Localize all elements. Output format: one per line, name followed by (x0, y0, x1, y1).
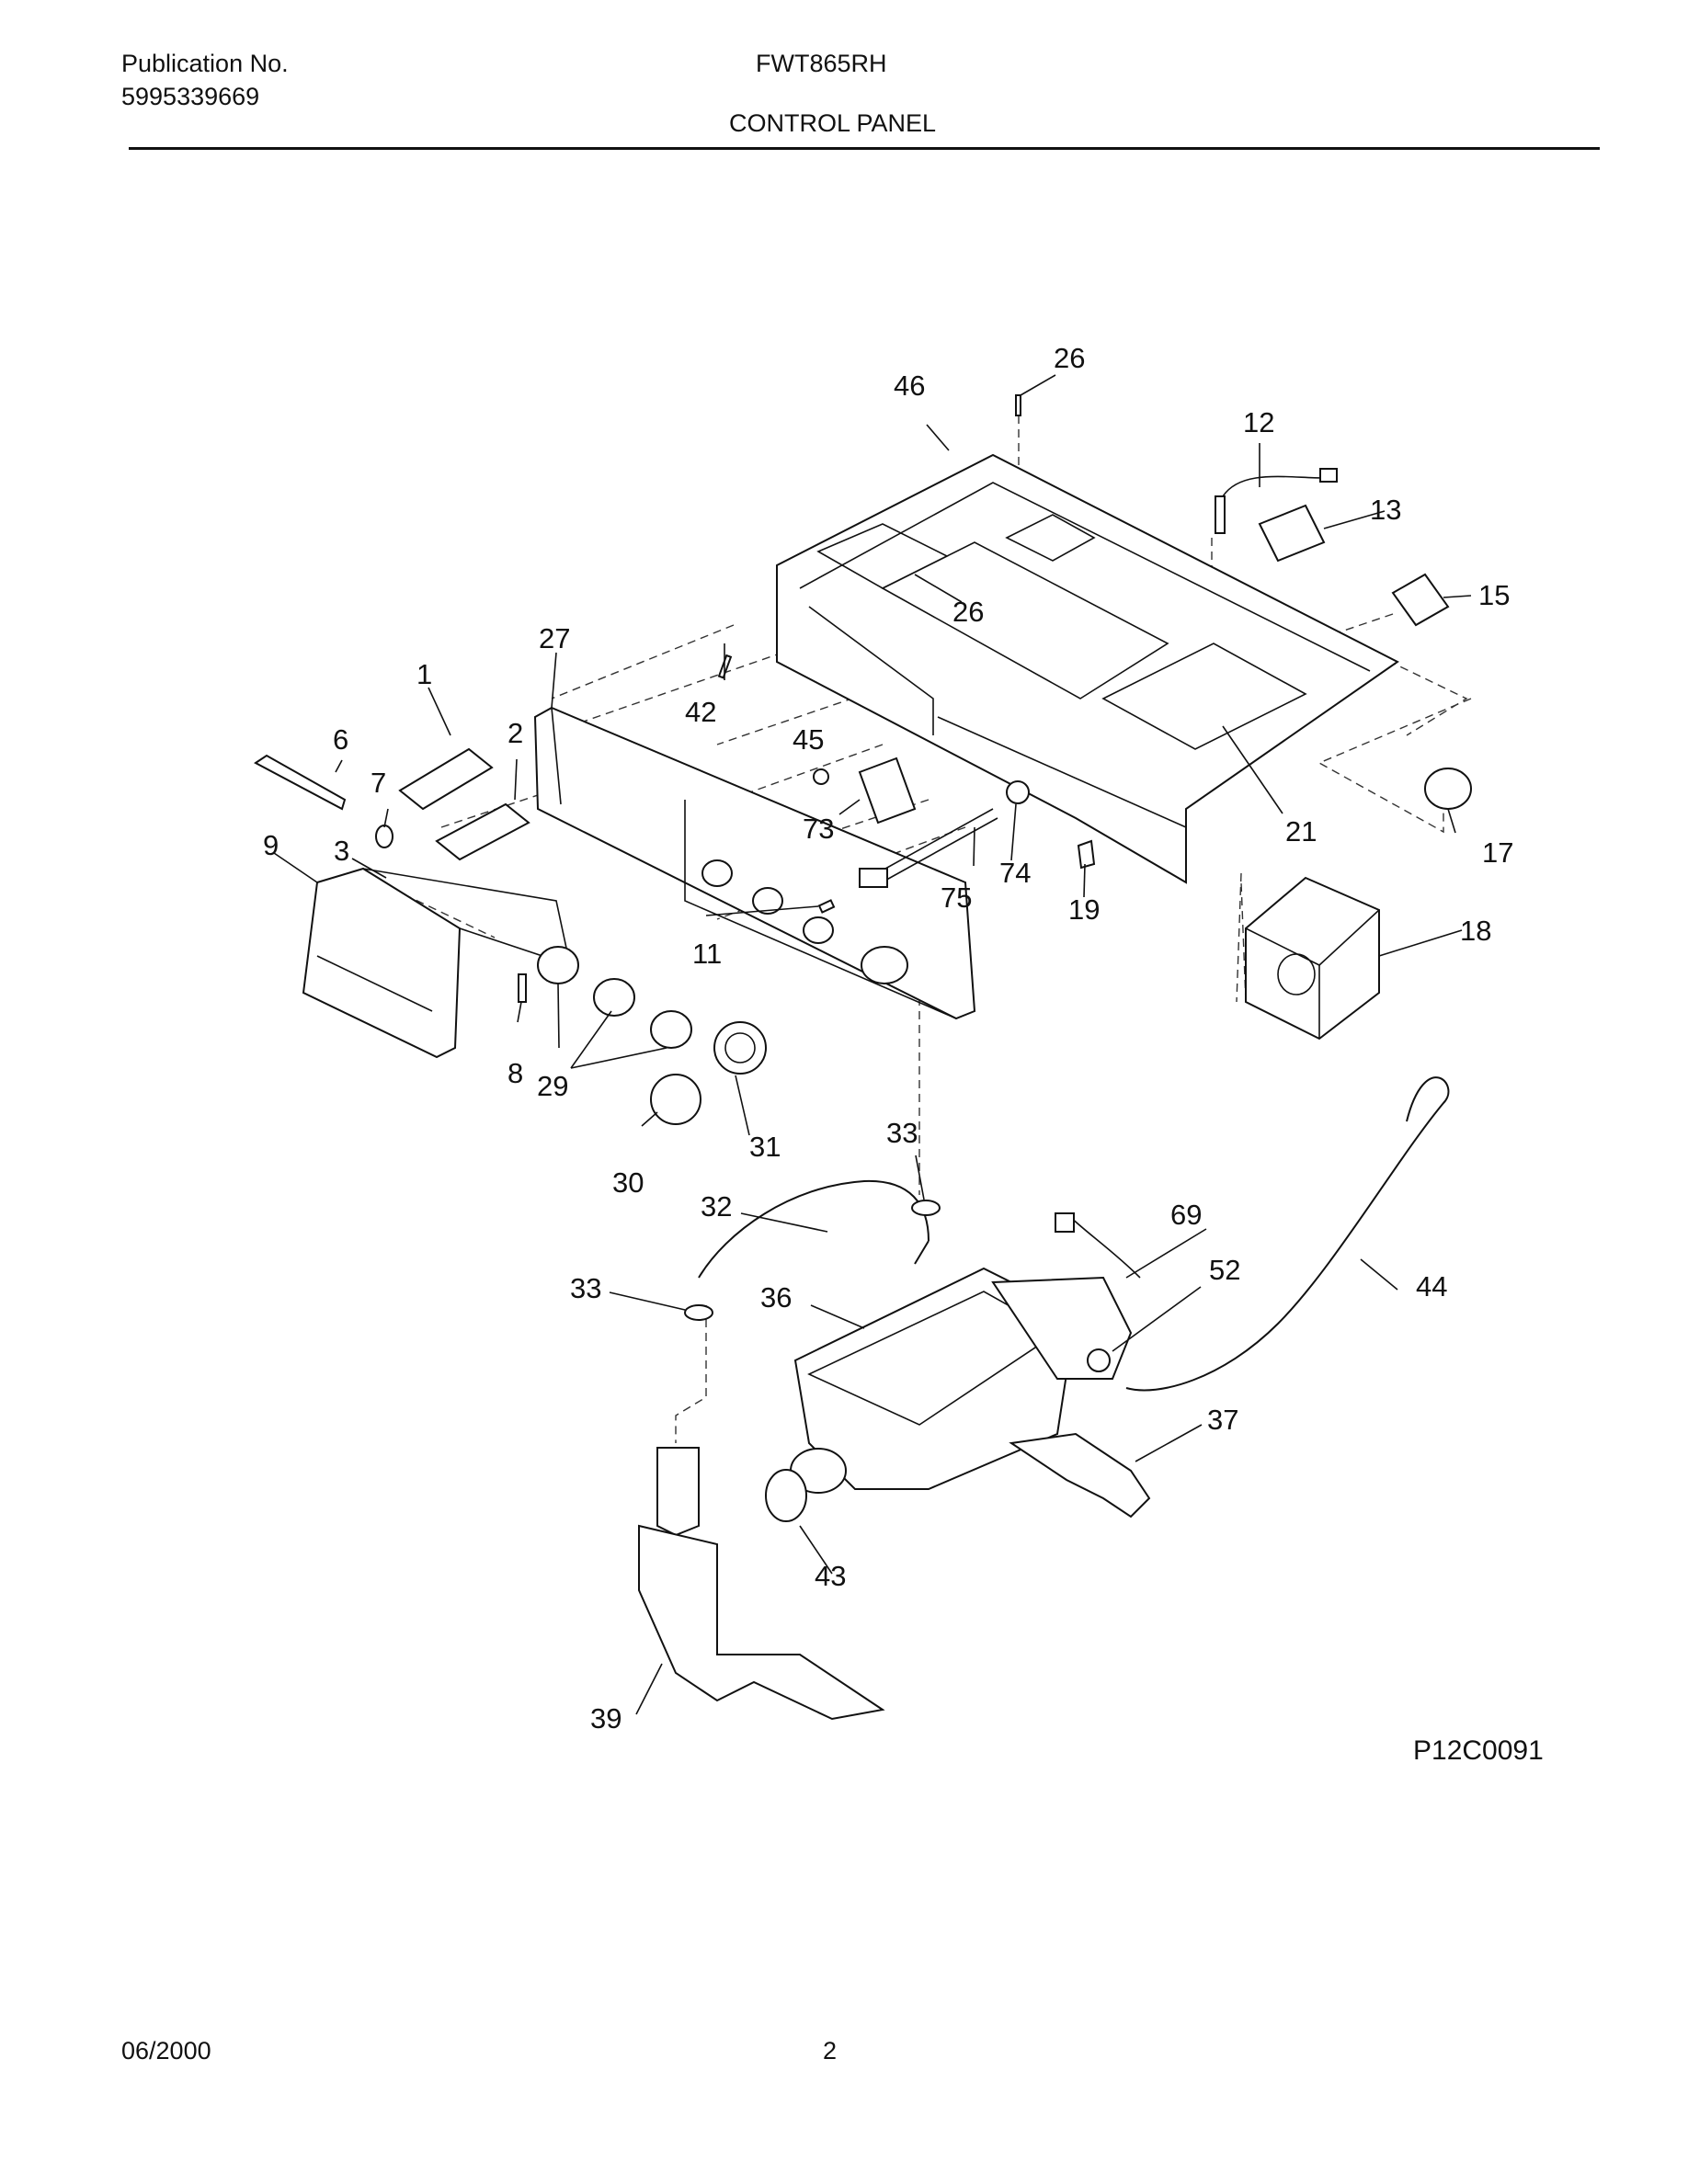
callout-52: 52 (1209, 1254, 1240, 1286)
callout-29: 29 (537, 1070, 568, 1102)
callout-39: 39 (590, 1702, 622, 1735)
callout-73: 73 (803, 813, 834, 845)
callout-36: 36 (760, 1281, 792, 1314)
callout-27: 27 (539, 622, 570, 654)
callout-43: 43 (815, 1560, 846, 1592)
callout-26: 26 (952, 596, 984, 628)
publication-number: 5995339669 (121, 83, 260, 110)
callout-labels: 26 46 12 13 15 26 27 1 42 2 6 45 7 73 9 … (263, 342, 1513, 1735)
callout-7: 7 (371, 767, 386, 799)
pressure-switch (1424, 768, 1472, 810)
spring (375, 825, 393, 848)
screw-26 (1015, 394, 1021, 416)
callout-17: 17 (1482, 836, 1513, 869)
grommet (813, 768, 829, 785)
control-panel-bracket (776, 453, 1399, 884)
callout-9: 9 (263, 829, 279, 861)
callout-30: 30 (612, 1166, 644, 1199)
callout-69: 69 (1170, 1199, 1202, 1231)
wire-harness (859, 808, 998, 888)
callout-19: 19 (1068, 893, 1100, 926)
callout-21: 21 (1285, 815, 1317, 847)
water-level-switch (1258, 504, 1326, 563)
callout-2: 2 (508, 717, 523, 749)
callout-45: 45 (793, 723, 824, 756)
callout-1: 1 (416, 658, 432, 690)
timer (1245, 876, 1380, 1041)
callout-33: 33 (570, 1272, 601, 1304)
dispenser-cover (398, 747, 530, 861)
model-number: FWT865RH (756, 50, 887, 77)
hose-clamp-33-lower (684, 1304, 713, 1321)
valve-wire-harness (1055, 1212, 1141, 1279)
callout-13: 13 (1370, 494, 1401, 526)
callout-46: 46 (894, 370, 925, 402)
hose-clamp-52 (1087, 1348, 1111, 1372)
bellows-hose (1009, 1432, 1151, 1519)
callout-31: 31 (749, 1131, 781, 1163)
callout-8: 8 (508, 1057, 523, 1089)
motor-control-switch (1391, 573, 1450, 627)
hose-clamp-33-upper (911, 1200, 941, 1216)
callout-32: 32 (701, 1190, 732, 1223)
callout-44: 44 (1416, 1270, 1447, 1302)
gasket (765, 1469, 807, 1522)
callout-12: 12 (1243, 406, 1274, 438)
fill-tube (638, 1447, 885, 1721)
callout-42: 42 (685, 696, 716, 728)
cycle-switch (858, 756, 917, 825)
section-title: CONTROL PANEL (729, 109, 937, 137)
page-number: 2 (823, 2037, 838, 2065)
leader-lines (273, 374, 1472, 1715)
screw-11 (817, 899, 836, 914)
dispenser-rod (254, 754, 347, 811)
callout-75: 75 (941, 882, 972, 914)
temperature-sensor (1215, 468, 1338, 534)
callout-33: 33 (886, 1117, 918, 1149)
callout-37: 37 (1207, 1404, 1238, 1436)
callout-74: 74 (999, 857, 1031, 889)
callout-18: 18 (1460, 915, 1491, 947)
control-knobs (537, 946, 767, 1125)
header-rule (129, 147, 1600, 150)
dispenser-drawer (302, 867, 572, 1059)
clip (1077, 839, 1096, 870)
callout-26: 26 (1054, 342, 1085, 374)
publication-label: Publication No. (121, 50, 289, 77)
indicator-light (1006, 780, 1030, 804)
callout-6: 6 (333, 723, 348, 756)
callout-11: 11 (692, 938, 722, 970)
callout-3: 3 (334, 835, 349, 867)
control-panel-fascia (533, 706, 976, 1020)
figure-code: P12C0091 (1413, 1735, 1544, 1766)
pin (518, 973, 527, 1003)
drain-hose (1125, 1076, 1450, 1392)
footer-date: 06/2000 (121, 2037, 211, 2065)
callout-15: 15 (1478, 579, 1510, 611)
